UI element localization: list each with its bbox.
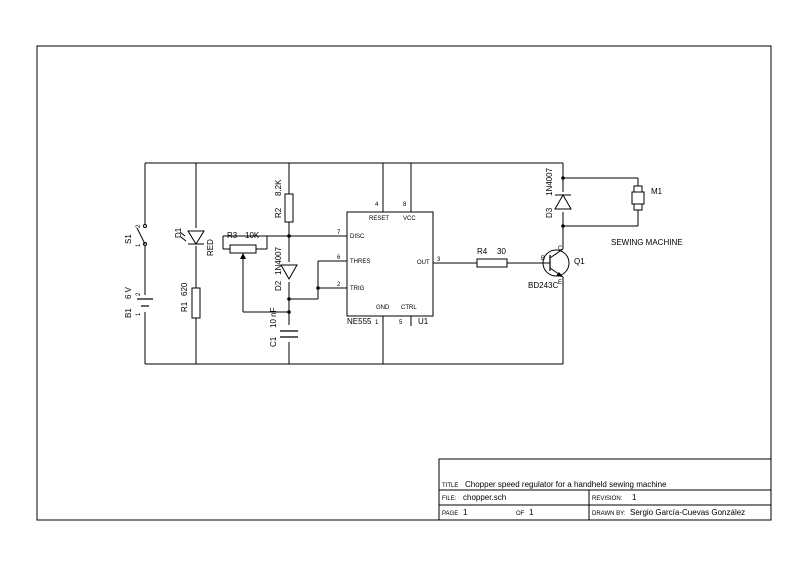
battery-pin1: 1 — [136, 312, 142, 316]
pin-reset-label: RESET — [369, 216, 389, 222]
motor-m1: M1 SEWING MACHINE — [611, 185, 683, 247]
junction-dots — [287, 176, 565, 314]
ic-value: NE555 — [347, 317, 372, 326]
capacitor-c1: C1 10 nF — [269, 307, 298, 347]
pin-out-label: OUT — [417, 260, 430, 266]
d2-ref: D2 — [274, 280, 283, 291]
d3-ref: D3 — [545, 207, 554, 218]
page-label: PAGE — [442, 511, 458, 517]
r4-value: 30 — [497, 247, 506, 256]
pin-6-number: 6 — [337, 255, 341, 261]
drawn-by-label: DRAWN BY: — [592, 511, 626, 517]
battery-value: 6 V — [124, 286, 133, 299]
pin-3-number: 3 — [437, 257, 441, 263]
resistor-r4: R4 30 — [476, 247, 508, 268]
r4-ref: R4 — [477, 247, 488, 256]
sheet-border — [36, 45, 772, 521]
diode-d2: D2 1N4007 — [274, 246, 298, 291]
c1-value: 10 nF — [269, 307, 278, 328]
transistor-q1: B C E Q1 BD243C — [528, 246, 585, 290]
switch-s1: S1 2 1 — [124, 224, 147, 247]
title-block: TITLE Chopper speed regulator for a hand… — [438, 458, 772, 521]
pin-2-number: 2 — [337, 282, 341, 288]
switch-pin2: 2 — [136, 224, 142, 228]
diode-d3: D3 1N4007 — [545, 167, 572, 218]
pin-7-number: 7 — [337, 230, 341, 236]
of-label: OF — [516, 511, 525, 517]
battery-pin2: 2 — [136, 292, 142, 296]
pin-8-number: 8 — [403, 202, 407, 208]
led-ref: D1 — [174, 227, 183, 238]
pin-4-number: 4 — [375, 202, 379, 208]
pin-gnd-label: GND — [376, 305, 390, 311]
motor-ref: M1 — [651, 187, 663, 196]
potentiometer-r3: R3 10K — [227, 231, 260, 259]
revision-value: 1 — [632, 493, 637, 502]
d3-value: 1N4007 — [545, 167, 554, 196]
resistor-r2: R2 8.2K — [274, 179, 294, 223]
r1-ref: R1 — [180, 301, 189, 312]
switch-ref: S1 — [124, 234, 133, 244]
title-label: TITLE — [442, 483, 458, 489]
pin-trig-label: TRIG — [350, 286, 365, 292]
battery-ref: B1 — [124, 308, 133, 318]
q1-ref: Q1 — [574, 257, 585, 266]
resistor-r1: R1 620 — [180, 282, 201, 319]
q1-pin-c: C — [558, 246, 563, 252]
led-value: RED — [206, 239, 215, 256]
pin-vcc-label: VCC — [403, 216, 416, 222]
c1-ref: C1 — [269, 336, 278, 347]
pin-1-number: 1 — [375, 320, 379, 326]
pin-disc-label: DISC — [350, 234, 365, 240]
r2-ref: R2 — [274, 207, 283, 218]
battery-b1: B1 6 V 2 1 — [124, 286, 153, 318]
d2-value: 1N4007 — [274, 246, 283, 275]
q1-pin-e: E — [558, 280, 562, 286]
switch-pin1: 1 — [136, 243, 142, 247]
revision-label: REVISION: — [592, 496, 623, 502]
r3-value: 10K — [245, 231, 260, 240]
pin-ctrl-label: CTRL — [401, 305, 417, 311]
motor-label: SEWING MACHINE — [611, 238, 683, 247]
file-label: FILE: — [442, 496, 457, 502]
q1-pin-b: B — [541, 256, 545, 262]
ic-u1: RESET VCC DISC THRES TRIG OUT GND CTRL 4… — [337, 202, 441, 326]
wires — [144, 162, 639, 365]
r2-value: 8.2K — [274, 179, 283, 196]
pin-5-number: 5 — [399, 320, 403, 326]
r3-ref: R3 — [227, 231, 238, 240]
led-d1: D1 RED — [174, 227, 215, 256]
title-value: Chopper speed regulator for a handheld s… — [465, 480, 667, 489]
file-value: chopper.sch — [463, 493, 506, 502]
of-value: 1 — [529, 508, 534, 517]
r1-value: 620 — [180, 282, 189, 296]
q1-value: BD243C — [528, 281, 558, 290]
ic-ref: U1 — [418, 317, 429, 326]
page-value: 1 — [463, 508, 468, 517]
drawn-by-value: Sergio García-Cuevas González — [630, 508, 745, 517]
pin-thres-label: THRES — [350, 259, 370, 265]
